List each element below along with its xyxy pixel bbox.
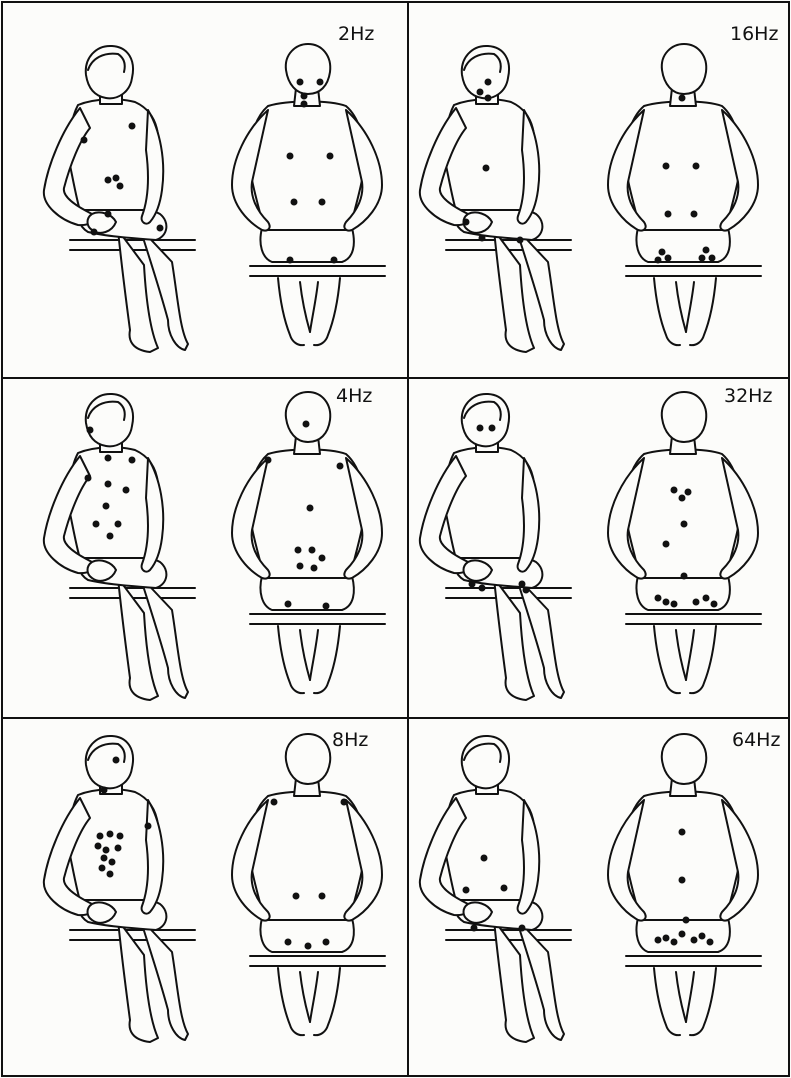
panel-4hz: 4Hz bbox=[44, 385, 385, 700]
panel-32hz: 32Hz bbox=[420, 385, 773, 700]
side-view-figure bbox=[44, 46, 195, 352]
panel-label: 2Hz bbox=[338, 23, 374, 45]
panel-label: 64Hz bbox=[732, 729, 780, 751]
back-view-figure bbox=[608, 44, 761, 345]
panel-64hz: 64Hz bbox=[420, 729, 781, 1042]
panel-2hz: 2Hz bbox=[44, 23, 385, 352]
back-view-figure bbox=[608, 392, 761, 693]
panel-label: 16Hz bbox=[730, 23, 778, 45]
back-view-figure bbox=[608, 734, 761, 1035]
panel-8hz: 8Hz bbox=[44, 729, 385, 1042]
back-view-figure bbox=[232, 734, 385, 1035]
back-view-figure bbox=[232, 392, 385, 693]
side-view-figure bbox=[44, 736, 195, 1042]
side-view-figure bbox=[420, 394, 571, 700]
side-view-figure bbox=[420, 736, 571, 1042]
back-view-figure bbox=[232, 44, 385, 345]
panel-16hz: 16Hz bbox=[420, 23, 779, 352]
side-view-figure bbox=[420, 46, 571, 352]
side-view-figure bbox=[44, 394, 195, 700]
panel-label: 4Hz bbox=[336, 385, 372, 407]
panel-label: 8Hz bbox=[332, 729, 368, 751]
panel-label: 32Hz bbox=[724, 385, 772, 407]
